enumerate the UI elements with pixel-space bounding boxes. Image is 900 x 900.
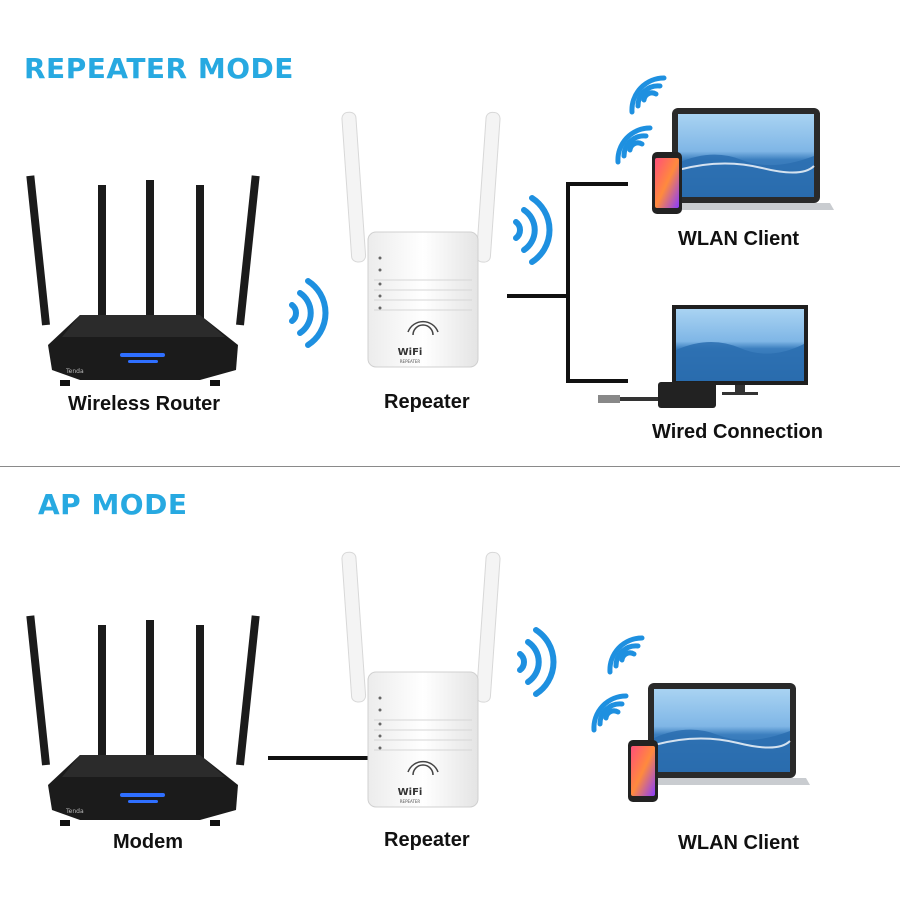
repeater-icon (340, 551, 502, 808)
repeater-sub-text: REPEATER (400, 799, 421, 804)
wlan-client-label-top: WLAN Client (678, 228, 800, 250)
laptop-icon (657, 107, 835, 211)
wifi-waves-icon (594, 638, 642, 730)
wifi-waves-icon (520, 630, 554, 694)
wifi-waves-icon (292, 281, 326, 345)
repeater-icon (340, 111, 502, 368)
router-brand-text: Tenda (65, 368, 84, 375)
router-icon (26, 615, 260, 826)
router-brand-text: Tenda (65, 808, 84, 815)
repeater-sub-text: REPEATER (400, 359, 421, 364)
ethernet-plug-icon (598, 382, 716, 408)
monitor-icon (672, 305, 808, 395)
laptop-icon (633, 682, 811, 786)
ap-mode-title: AP MODE (38, 488, 188, 521)
section-divider (0, 466, 900, 467)
wired-connection-label: Wired Connection (652, 421, 823, 443)
router-icon (26, 175, 260, 386)
wlan-client-label-bottom: WLAN Client (678, 832, 800, 854)
smartphone-icon (628, 740, 658, 802)
repeater-logo-text: WiFi (398, 347, 423, 358)
smartphone-icon (652, 152, 682, 214)
wireless-router-label: Wireless Router (68, 393, 221, 415)
repeater-mode-title: REPEATER MODE (24, 52, 294, 85)
repeater-logo-text: WiFi (398, 787, 423, 798)
modem-label: Modem (113, 831, 183, 853)
wifi-waves-icon (516, 198, 550, 262)
wifi-waves-icon (618, 78, 664, 162)
repeater-label-top: Repeater (384, 391, 470, 413)
repeater-label-bottom: Repeater (384, 829, 470, 851)
connection-lines (507, 182, 628, 383)
